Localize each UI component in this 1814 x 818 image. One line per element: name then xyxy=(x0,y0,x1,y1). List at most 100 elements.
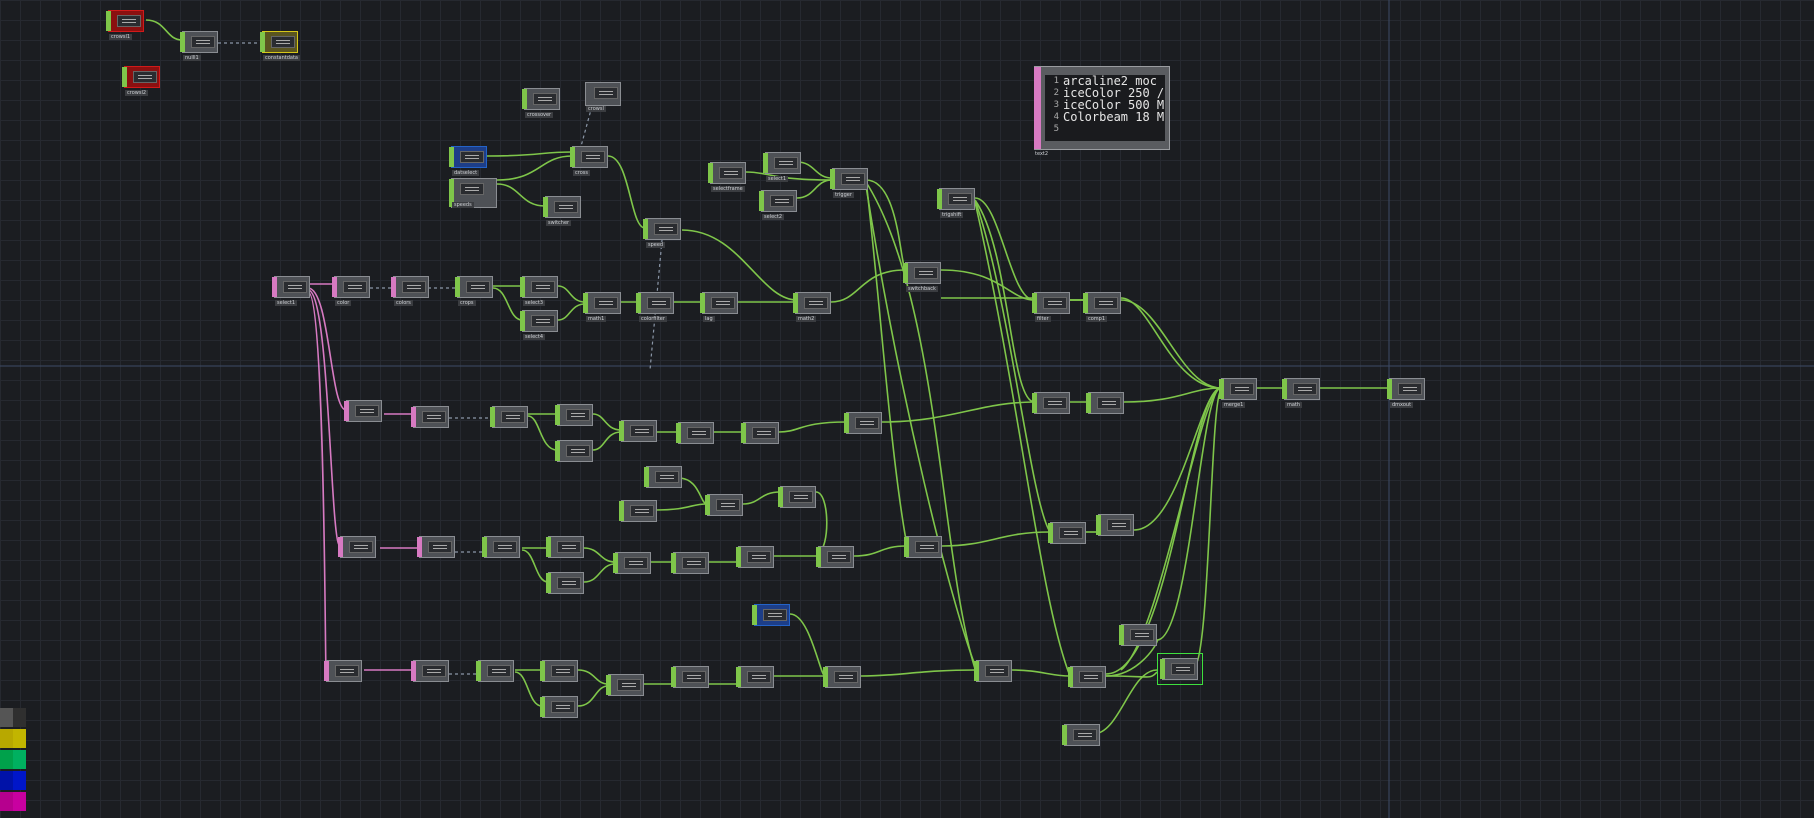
crossover-node[interactable]: crossover xyxy=(522,88,560,118)
constant-node-2[interactable]: crowsl2 xyxy=(122,66,160,96)
row3-node-h[interactable] xyxy=(904,536,942,558)
row3-node-a[interactable] xyxy=(482,536,520,558)
speeds-node[interactable]: speeds xyxy=(449,178,497,208)
palette-swatch[interactable] xyxy=(0,708,13,727)
row4-node-i[interactable] xyxy=(1068,666,1106,688)
node-row25-c[interactable] xyxy=(778,486,816,508)
math2-node[interactable]: math2 xyxy=(793,292,831,322)
row2-node-a[interactable] xyxy=(490,406,528,428)
palette-swatch[interactable] xyxy=(0,792,13,811)
audio-select-node[interactable]: select1 xyxy=(272,276,310,306)
row3-node-i[interactable] xyxy=(1048,522,1086,544)
trig-shift-node[interactable]: trigshift xyxy=(937,188,975,218)
node-label: datselect xyxy=(452,170,480,176)
color-filter-node[interactable]: colorfilter xyxy=(636,292,674,322)
row3-node-c[interactable] xyxy=(546,572,584,594)
node-label: nulll1 xyxy=(183,55,201,61)
row2-node-e[interactable] xyxy=(676,422,714,444)
row4-node-e[interactable] xyxy=(671,666,709,688)
constant-node-row25[interactable] xyxy=(644,466,682,488)
blue-dat-node[interactable] xyxy=(752,604,790,626)
math-out-node[interactable]: math xyxy=(1282,378,1320,408)
switchback-node[interactable]: switchback xyxy=(903,262,941,292)
math1-node[interactable]: math1 xyxy=(583,292,621,322)
node-label: crowsl1 xyxy=(109,34,133,40)
select-frame-node[interactable]: selectframe xyxy=(708,162,746,192)
row3-node-d[interactable] xyxy=(613,552,651,574)
palette-swatch[interactable] xyxy=(0,771,13,790)
colors-node[interactable]: colors xyxy=(391,276,429,306)
trigger-node[interactable]: trigger xyxy=(830,168,868,198)
node-label: crowsl xyxy=(586,106,606,112)
row4-node-c[interactable] xyxy=(540,696,578,718)
merge-node[interactable]: merge1 xyxy=(1219,378,1257,408)
audio-node-4b[interactable] xyxy=(411,660,449,682)
cross-node[interactable]: cross xyxy=(570,146,608,176)
palette-swatch[interactable] xyxy=(13,750,26,769)
filter-node[interactable]: filter xyxy=(1032,292,1070,322)
crops-node[interactable]: crops xyxy=(455,276,493,306)
chart-node[interactable]: crowsl xyxy=(585,82,621,112)
row3-node-j[interactable] xyxy=(1096,514,1134,536)
color-palette[interactable] xyxy=(0,708,26,818)
select3-node[interactable]: select3 xyxy=(520,276,558,306)
audio-node-2b[interactable] xyxy=(411,406,449,428)
constant-node-bottom[interactable] xyxy=(1062,724,1100,746)
node-label: trigger xyxy=(833,192,854,198)
speed-node[interactable]: speed xyxy=(643,218,681,248)
switcher-node[interactable]: switcher xyxy=(543,196,581,226)
audio-node-4a[interactable] xyxy=(324,660,362,682)
row4-node-f[interactable] xyxy=(736,666,774,688)
audio-node-3a[interactable] xyxy=(338,536,376,558)
text-line: 5 xyxy=(1053,124,1059,134)
math-node-row25[interactable] xyxy=(705,494,743,516)
palette-swatch[interactable] xyxy=(13,792,26,811)
row4-node-g[interactable] xyxy=(823,666,861,688)
row4-node-a[interactable] xyxy=(476,660,514,682)
row3-node-f[interactable] xyxy=(736,546,774,568)
palette-swatch[interactable] xyxy=(13,708,26,727)
color-node[interactable]: color xyxy=(332,276,370,306)
select1-node[interactable]: select1 xyxy=(763,152,801,182)
row3-node-b[interactable] xyxy=(546,536,584,558)
select4-node[interactable]: select4 xyxy=(520,310,558,340)
palette-swatch[interactable] xyxy=(13,771,26,790)
text-dat-label: text2 xyxy=(1035,151,1049,157)
row4-node-d[interactable] xyxy=(606,674,644,696)
comp-node[interactable]: comp1 xyxy=(1083,292,1121,322)
audio-node-3b[interactable] xyxy=(417,536,455,558)
row2-node-f[interactable] xyxy=(741,422,779,444)
constant-node-1[interactable]: crowsl1 xyxy=(106,10,144,40)
row2-node-c[interactable] xyxy=(555,440,593,462)
row3-node-e[interactable] xyxy=(671,552,709,574)
node-label: math xyxy=(1285,402,1303,408)
row3-node-g[interactable] xyxy=(816,546,854,568)
node-label: crossover xyxy=(525,112,554,118)
audio-node-2a[interactable] xyxy=(344,400,382,422)
row4-node-h[interactable] xyxy=(974,660,1012,682)
select-dat-node[interactable]: datselect xyxy=(449,146,487,176)
dmx-out-node[interactable]: dmxout xyxy=(1387,378,1425,408)
node-label: comp1 xyxy=(1086,316,1108,322)
palette-swatch[interactable] xyxy=(0,750,13,769)
selected-node[interactable] xyxy=(1157,653,1203,685)
palette-swatch[interactable] xyxy=(13,729,26,748)
palette-swatch[interactable] xyxy=(0,729,13,748)
row4-node-j[interactable] xyxy=(1119,624,1157,646)
constant-data-node[interactable]: constantdata xyxy=(260,31,300,61)
row2-node-i[interactable] xyxy=(1086,392,1124,414)
row2-node-h[interactable] xyxy=(1032,392,1070,414)
row2-node-d[interactable] xyxy=(619,420,657,442)
null-node[interactable]: nulll1 xyxy=(180,31,218,61)
lag-node[interactable]: lag xyxy=(700,292,738,322)
row2-node-b[interactable] xyxy=(555,404,593,426)
row4-node-b[interactable] xyxy=(540,660,578,682)
node-row25-d[interactable] xyxy=(619,500,657,522)
row2-node-g[interactable] xyxy=(844,412,882,434)
node-label: select1 xyxy=(275,300,298,306)
select2-node[interactable]: select2 xyxy=(759,190,797,220)
